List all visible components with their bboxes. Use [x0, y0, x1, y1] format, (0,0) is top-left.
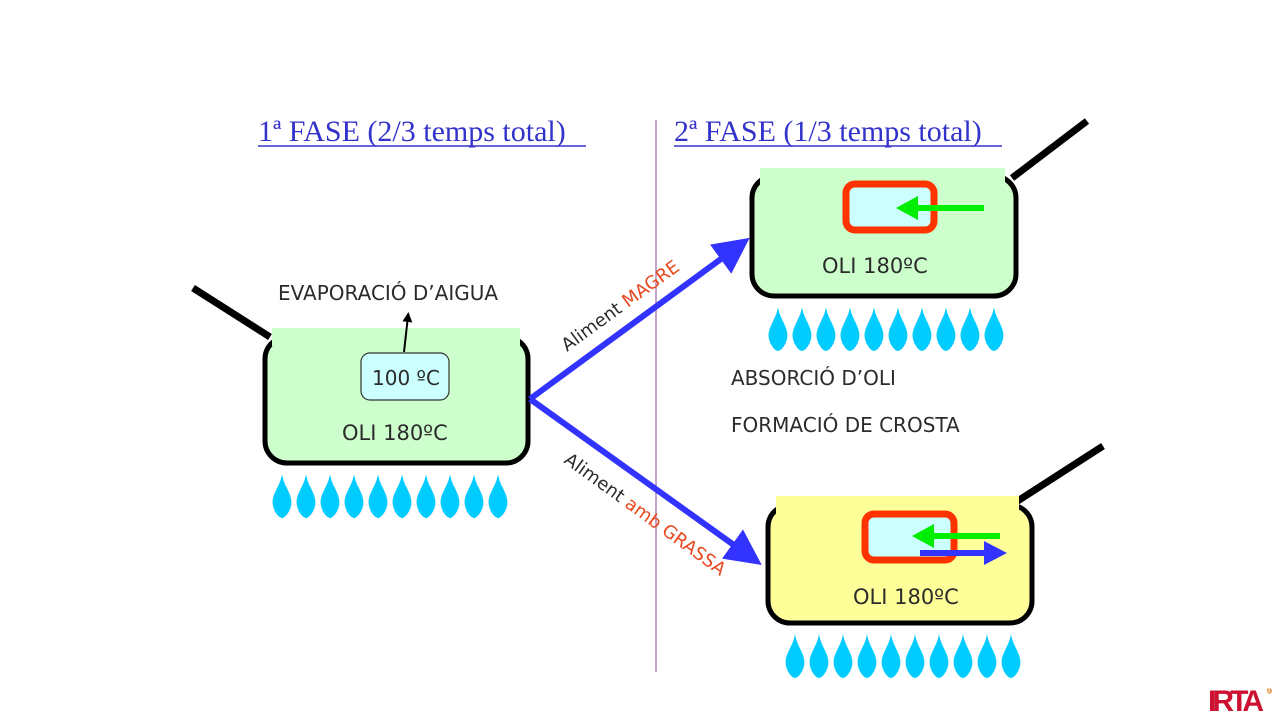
flame-icon [320, 474, 340, 518]
flame-icon [864, 307, 884, 351]
flame-icon [809, 634, 829, 678]
flame-icon [1001, 634, 1021, 678]
flames-left [272, 474, 508, 518]
flames-top-right [768, 307, 1004, 351]
flames-bottom-right [785, 634, 1021, 678]
pan-top-right: OLI 180ºC [749, 118, 1090, 351]
logo-text: IRTA [1208, 685, 1264, 718]
effect-oil-absorption: ABSORCIÓ D’OLI [731, 366, 896, 390]
flame-icon [840, 307, 860, 351]
flame-icon [272, 474, 292, 518]
pan-bottom-right: OLI 180ºC [765, 443, 1105, 678]
pan-top-right-oil-label: OLI 180ºC [822, 254, 928, 278]
food-piece [360, 352, 450, 401]
pan-top-right-handle [1009, 118, 1090, 181]
arrow-lean-food [528, 237, 750, 402]
oil-in-arrowhead [912, 524, 934, 548]
flame-icon [888, 307, 908, 351]
phase2-title: 2ª FASE (1/3 temps total) [674, 115, 1002, 148]
label-lean-food: Aliment MAGRE [558, 256, 684, 356]
flame-icon [464, 474, 484, 518]
flame-icon [792, 307, 812, 351]
flame-icon [368, 474, 388, 518]
flame-icon [344, 474, 364, 518]
flame-icon [929, 634, 949, 678]
flame-icon [440, 474, 460, 518]
flame-icon [833, 634, 853, 678]
flame-icon [936, 307, 956, 351]
steam-arrow [402, 312, 413, 353]
pan-left: 100 ºC EVAPORACIÓ D’AIGUA OLI 180ºC [191, 281, 531, 518]
flame-icon [881, 634, 901, 678]
flame-icon [905, 634, 925, 678]
flame-icon [984, 307, 1004, 351]
fat-out-arrowhead [984, 541, 1007, 565]
label-fatty-prefix: Aliment [560, 449, 633, 510]
flame-icon [392, 474, 412, 518]
pan-left-handle [191, 285, 272, 340]
label-lean-highlight: MAGRE [618, 256, 683, 311]
phase1-title: 1ª FASE (2/3 temps total) [258, 115, 586, 148]
flame-icon [296, 474, 316, 518]
flame-icon [488, 474, 508, 518]
pan-bottom-right-handle [1014, 443, 1105, 505]
flame-icon [953, 634, 973, 678]
flame-icon [960, 307, 980, 351]
flame-icon [785, 634, 805, 678]
effect-crust-formation: FORMACIÓ DE CROSTA [731, 413, 960, 437]
flame-icon [816, 307, 836, 351]
pan-bottom-right-oil-label: OLI 180ºC [853, 585, 959, 609]
phase2-title-text: 2ª FASE (1/3 temps total) [674, 115, 982, 148]
flame-icon [912, 307, 932, 351]
flame-icon [857, 634, 877, 678]
oil-absorption-arrowhead [896, 196, 918, 220]
arrow-fatty-food [528, 396, 762, 565]
flame-icon [416, 474, 436, 518]
flame-icon [768, 307, 788, 351]
food-temperature: 100 ºC [372, 366, 440, 390]
evaporation-label: EVAPORACIÓ D’AIGUA [278, 281, 498, 305]
logo-mark: ⁹ [1266, 684, 1273, 700]
pan-bottom-right-oil-surface [776, 496, 1019, 514]
pan-left-oil-surface [272, 328, 520, 346]
flame-icon [977, 634, 997, 678]
irta-logo: IRTA ⁹ [1208, 684, 1273, 718]
phase1-title-text: 1ª FASE (2/3 temps total) [258, 115, 566, 148]
pan-left-oil-label: OLI 180ºC [342, 421, 448, 445]
pan-top-right-oil-surface [760, 168, 1005, 186]
label-fatty-food: Aliment amb GRASSA [560, 449, 730, 581]
label-lean-prefix: Aliment [558, 295, 631, 356]
